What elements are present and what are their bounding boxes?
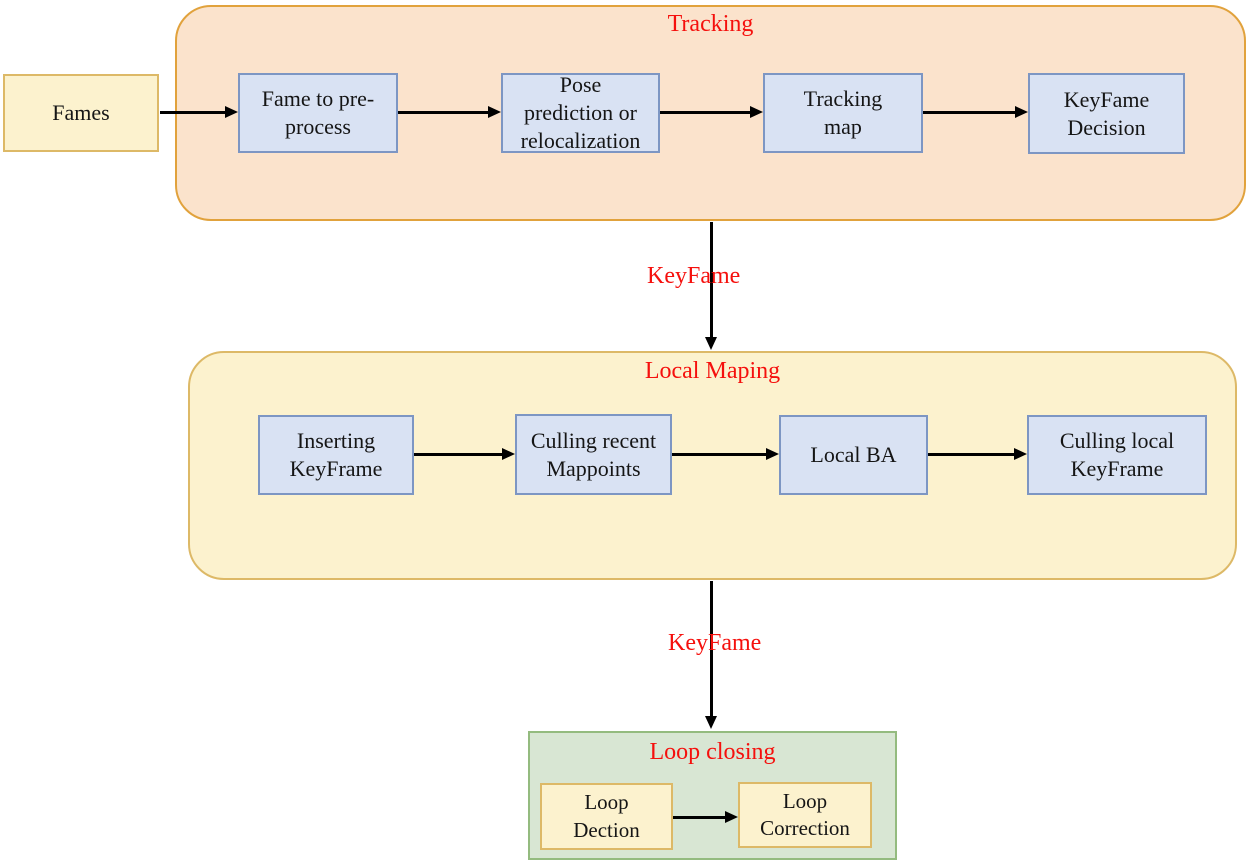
step-keyframe-decision: KeyFame Decision: [1028, 73, 1185, 154]
step-label: Inserting KeyFrame: [289, 428, 383, 481]
arrow-cullmappoints-to-localba: [672, 448, 779, 460]
frames-label: Fames: [52, 100, 110, 126]
arrow-localmapping-to-loopclosing: [705, 581, 717, 729]
step-frame-preprocess: Fame to pre- process: [238, 73, 398, 153]
arrow-frames-to-preprocess: [160, 106, 238, 118]
arrow-pose-to-trackingmap: [660, 106, 763, 118]
step-culling-keyframe: Culling local KeyFrame: [1027, 415, 1207, 495]
step-inserting-keyframe: Inserting KeyFrame: [258, 415, 414, 495]
step-pose-prediction: Pose prediction or relocalization: [501, 72, 660, 153]
arrow-localba-to-cullkeyframe: [928, 448, 1027, 460]
step-culling-mappoints: Culling recent Mappoints: [515, 414, 672, 495]
step-tracking-map: Tracking map: [763, 73, 923, 153]
step-label: Pose prediction or relocalization: [520, 72, 641, 153]
step-label: KeyFame Decision: [1063, 86, 1150, 140]
arrow-insert-to-cullmappoints: [414, 448, 515, 460]
step-label: Fame to pre- process: [261, 86, 375, 139]
step-label: Loop Dection: [573, 790, 640, 842]
keyframe-edge-label-2: KeyFame: [668, 630, 762, 656]
arrow-trackingmap-to-keyframedecision: [923, 106, 1028, 118]
arrow-loopdetection-to-loopcorrection: [673, 811, 738, 823]
step-local-ba: Local BA: [779, 415, 928, 495]
arrow-preprocess-to-pose: [398, 106, 501, 118]
frames-box: Fames: [3, 74, 159, 152]
step-label: Tracking map: [803, 86, 883, 139]
step-label: Culling local KeyFrame: [1059, 428, 1175, 481]
step-loop-correction: Loop Correction: [738, 782, 872, 848]
step-loop-detection: Loop Dection: [540, 783, 673, 850]
keyframe-edge-label-1: KeyFame: [647, 263, 741, 289]
arrow-tracking-to-localmapping: [705, 222, 717, 350]
step-label: Local BA: [810, 442, 897, 468]
step-label: Culling recent Mappoints: [530, 427, 657, 481]
step-label: Loop Correction: [760, 788, 850, 840]
